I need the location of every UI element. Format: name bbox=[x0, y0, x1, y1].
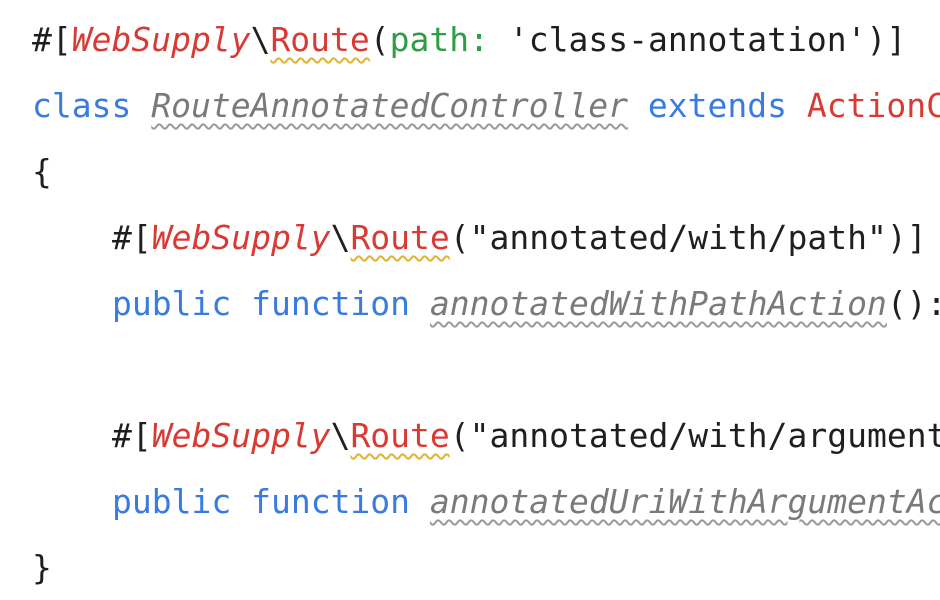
whitespace bbox=[231, 284, 251, 323]
paren-open: ( bbox=[449, 416, 470, 455]
namespace-separator: \ bbox=[330, 416, 351, 455]
code-line-7[interactable]: public function annotatedUriWithArgument… bbox=[112, 482, 940, 522]
attribute-close: )] bbox=[886, 218, 927, 257]
public-keyword: public bbox=[112, 482, 232, 521]
attribute-close: )] bbox=[866, 20, 907, 59]
attribute-open: #[ bbox=[112, 416, 152, 455]
attribute-class-token[interactable]: Route bbox=[270, 20, 370, 59]
string-literal: "annotated/with/argument bbox=[469, 416, 940, 455]
code-line-8[interactable]: } bbox=[32, 548, 52, 588]
attribute-class-token[interactable]: Route bbox=[350, 416, 450, 455]
named-param-token: path: bbox=[389, 20, 509, 59]
method-parens: (): bbox=[886, 284, 940, 323]
close-brace: } bbox=[32, 548, 52, 587]
whitespace bbox=[410, 482, 430, 521]
function-keyword: function bbox=[251, 284, 411, 323]
class-keyword: class bbox=[32, 86, 132, 125]
code-line-5[interactable]: public function annotatedWithPathAction(… bbox=[112, 284, 940, 324]
paren-open: ( bbox=[369, 20, 390, 59]
attribute-open: #[ bbox=[32, 20, 72, 59]
parent-class-token[interactable]: ActionC bbox=[806, 86, 940, 125]
namespace-separator: \ bbox=[250, 20, 271, 59]
whitespace bbox=[410, 284, 430, 323]
string-literal: 'class-annotation' bbox=[508, 20, 867, 59]
whitespace bbox=[628, 86, 648, 125]
namespace-token: WebSupply bbox=[71, 20, 251, 59]
namespace-token: WebSupply bbox=[151, 218, 331, 257]
attribute-class-token[interactable]: Route bbox=[350, 218, 450, 257]
whitespace bbox=[231, 482, 251, 521]
whitespace bbox=[787, 86, 807, 125]
code-line-4[interactable]: #[WebSupply\Route("annotated/with/path")… bbox=[112, 218, 927, 258]
public-keyword: public bbox=[112, 284, 232, 323]
whitespace bbox=[131, 86, 151, 125]
method-name-token[interactable]: annotatedWithPathAction bbox=[429, 284, 887, 323]
paren-open: ( bbox=[449, 218, 470, 257]
attribute-open: #[ bbox=[112, 218, 152, 257]
code-line-6[interactable]: #[WebSupply\Route("annotated/with/argume… bbox=[112, 416, 940, 456]
code-line-2[interactable]: class RouteAnnotatedController extends A… bbox=[32, 86, 940, 126]
code-line-1[interactable]: #[WebSupply\Route(path: 'class-annotatio… bbox=[32, 20, 906, 60]
code-line-3[interactable]: { bbox=[32, 152, 52, 192]
class-name-token[interactable]: RouteAnnotatedController bbox=[151, 86, 629, 125]
method-name-token[interactable]: annotatedUriWithArgumentAc bbox=[429, 482, 940, 521]
string-literal: "annotated/with/path" bbox=[469, 218, 887, 257]
extends-keyword: extends bbox=[647, 86, 787, 125]
open-brace: { bbox=[32, 152, 52, 191]
namespace-token: WebSupply bbox=[151, 416, 331, 455]
namespace-separator: \ bbox=[330, 218, 351, 257]
function-keyword: function bbox=[251, 482, 411, 521]
